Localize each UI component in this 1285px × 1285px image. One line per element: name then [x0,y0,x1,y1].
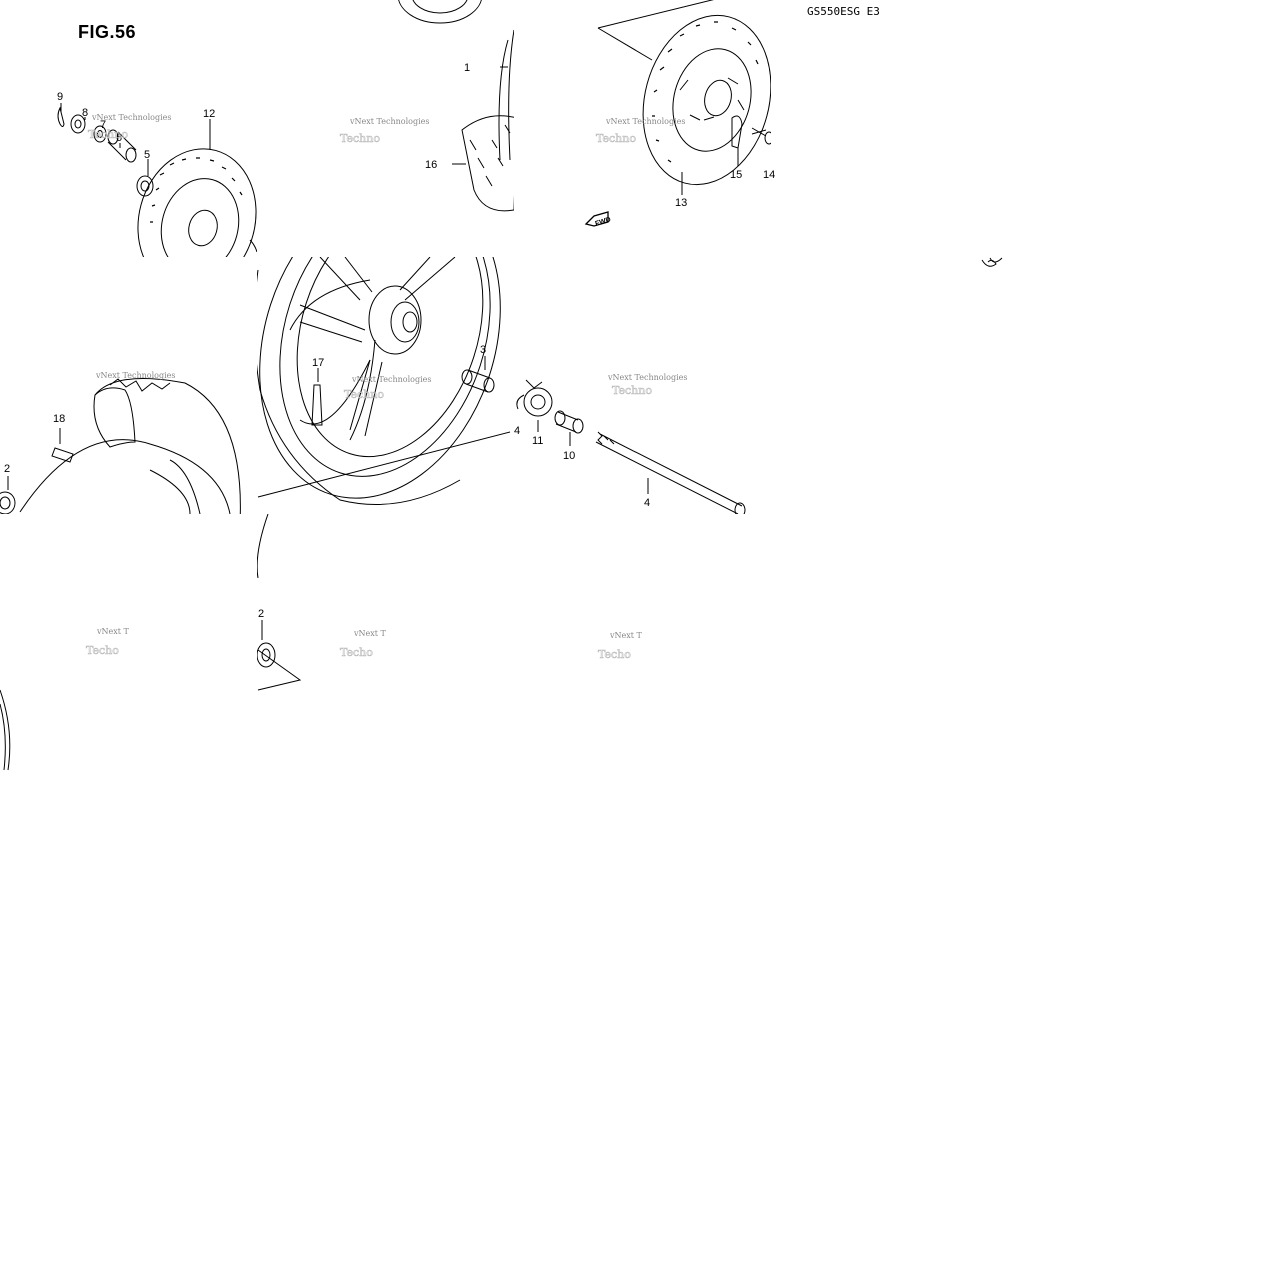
watermarks: vNext Technologies vNext Technologies vN… [86,113,688,661]
right-spacer-part [555,411,579,433]
watermark-text: vNext Technologies [605,117,685,126]
callout-10: 10 [563,450,575,462]
assembly-line-lower [257,649,302,691]
bolt-part [751,127,767,137]
tile-tire [398,0,514,212]
tile-bearing [257,514,302,691]
watermark-fragment: vNext T [609,631,643,640]
callout-2a: 2 [4,463,10,475]
axle-line [257,431,511,498]
watermark-text: Techno [344,388,384,401]
castle-nut-part [70,114,86,134]
tile-right-disc [584,0,771,227]
model-code: GS550ESG E3 [807,5,880,18]
right-brake-disc-part [642,14,771,186]
wheel-hub-part [368,285,422,355]
callout-4a: 4 [514,425,520,437]
callout-5: 5 [144,149,150,161]
callout-9: 9 [57,91,63,103]
tile-tire-section [0,378,241,514]
lock-washer-part [731,115,743,149]
tire-outer-part [94,378,241,514]
callout-18: 18 [53,413,65,425]
callout-12: 12 [203,108,215,120]
figure-title: FIG.56 [78,22,137,42]
callout-8: 8 [82,107,88,119]
watermark-text: Techno [612,384,652,397]
washer-part [93,125,107,143]
rim-edge-part [257,514,269,579]
watermark-text: Techno [88,128,128,141]
watermark-text: Techno [340,132,380,145]
callout-6: 6 [116,132,122,144]
tire-part [461,115,514,212]
bearing-fragment [0,491,16,514]
valve-part [311,384,323,426]
callout-11: 11 [532,435,543,447]
tube-part [498,39,509,161]
callout-labels: 9 8 7 6 5 12 1 16 13 15 14 17 3 11 10 4 … [4,62,775,620]
watermark-text: vNext Technologies [607,373,687,382]
callout-14: 14 [763,169,775,181]
collar-part [136,175,154,197]
front-axle-part [595,433,743,514]
callout-7: 7 [100,119,106,131]
callout-2b: 2 [258,608,264,620]
watermark-text: vNext Technologies [91,113,171,122]
tile-axle [516,379,746,514]
watermark-fragment: vNext T [353,629,387,638]
watermark-fragment: Techo [598,648,631,661]
fwd-label: FWD [594,216,611,228]
disc-top-fragment [398,0,482,24]
assembly-line [597,0,714,61]
rim-arc-part [0,689,11,771]
callout-3: 3 [480,344,486,356]
spacer-part [465,369,491,393]
cotter-pin-part [57,106,65,127]
callout-1: 1 [464,62,470,74]
callout-17: 17 [312,357,324,369]
watermark-fragment: Techo [86,644,119,657]
gearbox-part [523,387,553,417]
watermark-text: vNext Technologies [351,375,431,384]
callout-16: 16 [425,159,437,171]
fwd-arrow-icon [584,211,609,227]
left-brake-disc-part [137,148,257,257]
wheel-bearing-part [257,642,276,668]
callout-13: 13 [675,197,687,209]
valve-cap-part [51,447,74,463]
wheel-rim-part [259,257,501,499]
watermark-fragment: Techo [340,646,373,659]
tile-rim-fragment [0,689,11,771]
watermark-text: vNext Technologies [349,117,429,126]
watermark-text: vNext Technologies [95,371,175,380]
tile-wheel [257,257,511,505]
watermark-text: Techno [596,132,636,145]
callout-15: 15 [730,169,742,181]
callout-4b: 4 [644,497,650,509]
fragment-mark [981,257,1003,267]
watermark-fragment: vNext T [96,627,130,636]
